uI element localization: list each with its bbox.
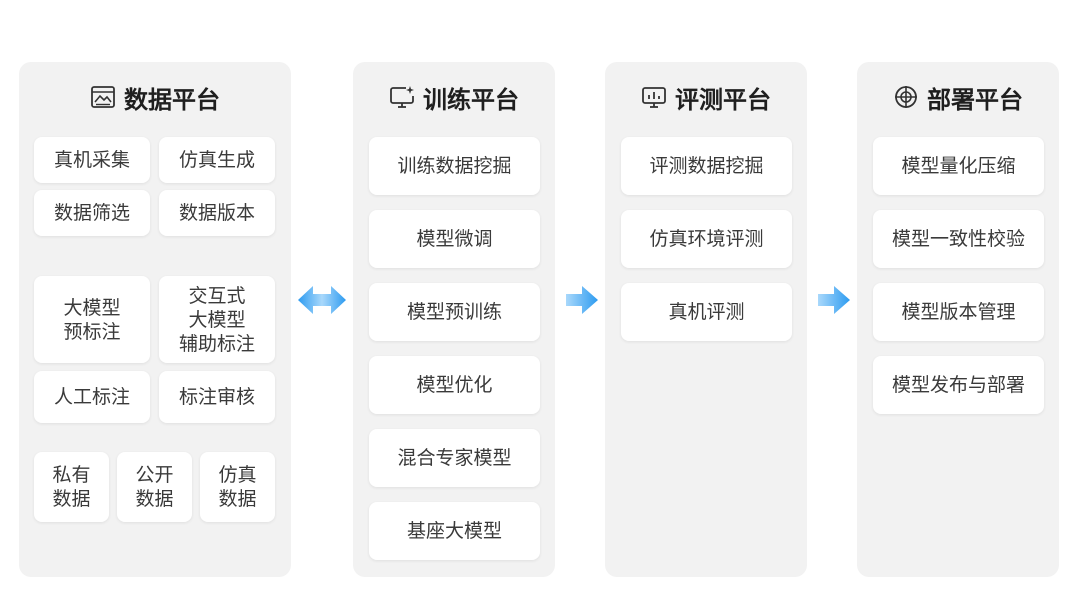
item-sim-env-eval: 仿真环境评测 — [621, 210, 792, 268]
item-sim-generation: 仿真生成 — [159, 137, 275, 183]
item-train-data-mining: 训练数据挖掘 — [369, 137, 540, 195]
evaluation-platform-title: 评测平台 — [605, 79, 807, 115]
item-moe-model: 混合专家模型 — [369, 429, 540, 487]
arrow-right-icon — [566, 286, 598, 314]
item-sim-data: 仿真 数据 — [200, 452, 275, 522]
item-label-review: 标注审核 — [159, 371, 275, 423]
item-foundation-model: 基座大模型 — [369, 502, 540, 560]
training-platform-title: 训练平台 — [353, 79, 555, 115]
monitor-chart-icon — [641, 84, 667, 110]
item-model-optimize: 模型优化 — [369, 356, 540, 414]
deployment-platform-title: 部署平台 — [857, 79, 1059, 115]
item-data-version: 数据版本 — [159, 190, 275, 236]
crosshair-icon — [893, 84, 919, 110]
panel-title-text: 数据平台 — [124, 85, 220, 114]
data-platform-title: 数据平台 — [19, 79, 291, 115]
item-model-pretrain: 模型预训练 — [369, 283, 540, 341]
monitor-sparkle-icon — [389, 84, 415, 110]
image-icon — [90, 84, 116, 110]
panel-title-text: 训练平台 — [423, 85, 519, 114]
item-eval-data-mining: 评测数据挖掘 — [621, 137, 792, 195]
arrow-right-icon — [818, 286, 850, 314]
item-private-data: 私有 数据 — [34, 452, 109, 522]
bidirectional-arrow-icon — [298, 286, 346, 314]
item-model-release-deploy: 模型发布与部署 — [873, 356, 1044, 414]
item-real-robot-collection: 真机采集 — [34, 137, 150, 183]
item-llm-prelabel: 大模型 预标注 — [34, 276, 150, 363]
item-real-robot-eval: 真机评测 — [621, 283, 792, 341]
item-model-version-management: 模型版本管理 — [873, 283, 1044, 341]
item-manual-label: 人工标注 — [34, 371, 150, 423]
panel-title-text: 评测平台 — [675, 85, 771, 114]
panel-title-text: 部署平台 — [927, 85, 1023, 114]
item-model-consistency-check: 模型一致性校验 — [873, 210, 1044, 268]
item-data-filter: 数据筛选 — [34, 190, 150, 236]
item-interactive-llm-label: 交互式 大模型 辅助标注 — [159, 276, 275, 363]
item-public-data: 公开 数据 — [117, 452, 192, 522]
item-model-finetune: 模型微调 — [369, 210, 540, 268]
item-model-quantization: 模型量化压缩 — [873, 137, 1044, 195]
